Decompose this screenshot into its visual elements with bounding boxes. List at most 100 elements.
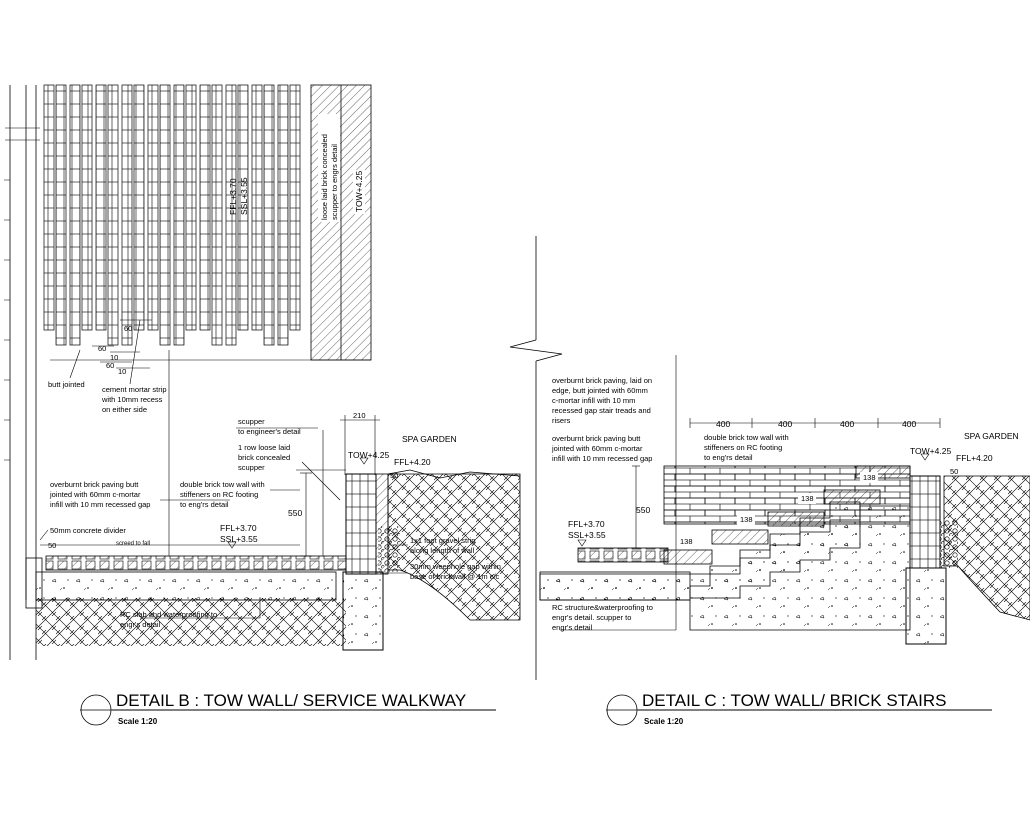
plan-brick-strip: [43, 84, 55, 331]
b-row-loose-line2: brick concealed: [238, 453, 290, 462]
cement-strip-line2: with 10mm recess: [101, 395, 163, 404]
dim-10-a: 10: [110, 353, 118, 362]
c-ffl-370: FFL+3.70: [568, 519, 605, 529]
dim-60-b: 60: [98, 344, 106, 353]
b-gravel-line1: 1x1 foot gravel strip: [410, 536, 475, 545]
b-ffl-370: FFL+3.70: [220, 523, 257, 533]
b-overburnt-line2: jointed with 60mm c-mortar: [49, 490, 141, 499]
plan-brick-strip: [199, 84, 211, 331]
b-scupper-line2: to engineer's detail: [238, 427, 301, 436]
b-concrete-divider-label: 50mm concrete divider: [50, 526, 126, 535]
title-block-b: DETAIL B : TOW WALL/ SERVICE WALKWAY Sca…: [80, 691, 496, 726]
b-screed-label: screed to fall: [116, 541, 150, 547]
detail-b-scale: Scale 1:20: [118, 717, 158, 726]
c-overburnt-edge-line4: recessed gap stair treads and: [552, 406, 651, 415]
plan-brick-strip: [211, 84, 223, 346]
c-dim-400-1: 400: [716, 419, 730, 429]
plan-tow-label: TOW+4.25: [354, 171, 364, 212]
c-dim-138-4: 138: [680, 537, 693, 546]
plan-brick-strip: [185, 84, 197, 331]
c-double-brick-line2: stiffeners on RC footing: [704, 443, 782, 452]
plan-brick-strip: [263, 84, 275, 346]
b-dim-210: 210: [353, 411, 366, 420]
b-paving: [45, 555, 347, 571]
c-dim-550: 550: [636, 505, 650, 515]
b-dim-550: 550: [288, 508, 302, 518]
plan-brick-strip: [277, 84, 289, 346]
plan-brick-strip: [95, 84, 107, 331]
c-ffl-420: FFL+4.20: [956, 453, 993, 463]
plan-brick-strip: [237, 84, 249, 331]
plan-level-ffl: FFL+3.70: [228, 178, 238, 215]
b-overburnt-line3: infill with 10 mm recessed gap: [50, 500, 150, 509]
dim-10-b: 10: [118, 367, 126, 376]
b-row-loose-line1: 1 row loose laid: [238, 443, 290, 452]
plan-brick-strip: [289, 84, 301, 331]
c-ssl-355: SSL+3.55: [568, 530, 606, 540]
butt-jointed-label: butt jointed: [48, 380, 85, 389]
plan-scupper-note: loose laid brick concealed scupper to en…: [318, 114, 340, 222]
b-tow-wall: [345, 473, 377, 575]
cement-strip-line1: cement mortar strip: [102, 385, 167, 394]
c-overburnt-butt-line3: infill with 10 mm recessed gap: [552, 454, 652, 463]
detail-b-title: DETAIL B : TOW WALL/ SERVICE WALKWAY: [116, 691, 466, 710]
break-line: [509, 236, 563, 680]
b-rc-slab-line1: RC slab and waterproofing to: [120, 610, 217, 619]
title-block-c: DETAIL C : TOW WALL/ BRICK STAIRS Scale …: [606, 691, 992, 726]
cement-strip-line3: on either side: [102, 405, 147, 414]
plan-scupper-note-line2: scupper to engrs detail: [330, 144, 339, 220]
b-ffl-420: FFL+4.20: [394, 457, 431, 467]
detail-b-section: scupper to engineer's detail 1 row loose…: [25, 350, 521, 651]
plan-brick-strip: [81, 84, 93, 331]
plan-level-labels: FFL+3.70 SSL+3.55: [228, 177, 249, 215]
b-row-loose-line3: scupper: [238, 463, 265, 472]
b-concrete-divider: [25, 557, 43, 609]
b-double-brick-line2: stiffeners on RC footing: [180, 490, 258, 499]
c-dim-138-3: 138: [740, 515, 753, 524]
detail-c-scale: Scale 1:20: [644, 717, 684, 726]
plan-brick-strip: [121, 84, 133, 346]
c-dim-50: 50: [950, 467, 958, 476]
c-double-brick-line3: to eng'rs detail: [704, 453, 753, 462]
c-footing: [905, 567, 947, 645]
b-garden-soil: [387, 473, 521, 621]
b-rc-slab: [35, 571, 337, 601]
c-dim-400-3: 400: [840, 419, 854, 429]
c-overburnt-butt-line1: overburnt brick paving butt: [552, 434, 641, 443]
c-rc-structure-line2: engr's detail. scupper to: [552, 613, 631, 622]
c-tow-wall: [909, 475, 941, 569]
plan-scupper-note-line1: loose laid brick concealed: [320, 134, 329, 220]
plan-level-ssl: SSL+3.55: [239, 177, 249, 215]
plan-brick-strip: [133, 84, 145, 331]
detail-b-plan: FFL+3.70 SSL+3.55 loose laid brick conce…: [4, 84, 372, 660]
c-garden-soil: [943, 475, 1030, 621]
b-rc-slab-line2: engr's detail: [120, 620, 161, 629]
c-overburnt-edge-line1: overburnt brick paving, laid on: [552, 376, 652, 385]
b-ssl-355: SSL+3.55: [220, 534, 258, 544]
plan-brick-strip: [173, 84, 185, 346]
b-dim-50: 50: [48, 541, 56, 550]
c-spa-garden: SPA GARDEN: [964, 431, 1019, 441]
c-tow-label: TOW+4.25: [910, 446, 951, 456]
b-subgrade: [36, 598, 346, 646]
c-dim-400-2: 400: [778, 419, 792, 429]
c-overburnt-edge-line5: risers: [552, 416, 571, 425]
c-overburnt-butt-line2: jointed with 60mm c-mortar: [551, 444, 643, 453]
b-double-brick-line1: double brick tow wall with: [180, 480, 265, 489]
b-footing: [342, 571, 384, 651]
c-dim-138-1: 138: [863, 473, 876, 482]
plan-brick-strip: [225, 84, 237, 346]
c-dim-400-4: 400: [902, 419, 916, 429]
detail-c-title: DETAIL C : TOW WALL/ BRICK STAIRS: [642, 691, 946, 710]
b-double-brick-line3: to eng'rs detail: [180, 500, 229, 509]
b-gravel-line2: along length of wall: [410, 546, 475, 555]
c-double-brick-line1: double brick tow wall with: [704, 433, 789, 442]
plan-brick-strip: [55, 84, 67, 346]
dim-60-a: 60: [124, 324, 132, 333]
plan-brick-strip: [107, 84, 119, 346]
dim-60-c: 60: [106, 361, 114, 370]
b-weephole-line1: 30mm weephole gap within: [410, 562, 501, 571]
c-step-dims: 138 138 138 138: [677, 472, 878, 547]
b-tow-label: TOW+4.25: [348, 450, 389, 460]
